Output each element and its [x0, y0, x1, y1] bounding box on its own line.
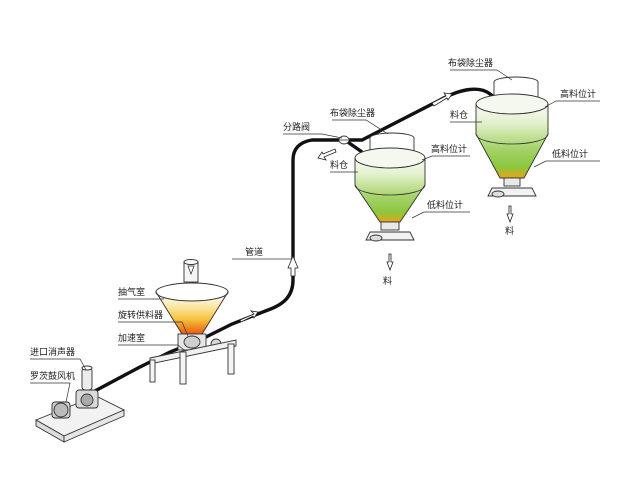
label-pipeline: 管道 — [245, 246, 263, 258]
label-low-level-left: 低料位计 — [427, 199, 463, 211]
label-silo-right: 料仓 — [450, 109, 468, 121]
label-roots-blower: 罗茨鼓风机 — [30, 370, 75, 382]
material-out-arrow-right — [506, 205, 514, 224]
label-material-right: 料 — [505, 225, 514, 237]
roots-blower-unit — [34, 365, 126, 443]
material-out-arrow-left — [386, 253, 394, 272]
conveying-pipeline — [92, 87, 500, 394]
feed-hopper — [149, 259, 237, 385]
label-rotary-feeder: 旋转供料器 — [118, 309, 163, 321]
label-top-dust-collector: 布袋除尘器 — [448, 57, 493, 69]
label-mid-dust-collector: 布袋除尘器 — [330, 107, 375, 119]
label-high-level-left: 高料位计 — [431, 143, 467, 155]
flow-arrow-top-right — [431, 92, 453, 107]
label-silo-left: 料仓 — [330, 159, 348, 171]
label-diverter-valve: 分路阀 — [283, 121, 310, 133]
label-high-level-right: 高料位计 — [560, 88, 596, 100]
label-low-level-right: 低料位计 — [552, 148, 588, 160]
label-material-left: 料 — [383, 275, 392, 287]
label-acceleration-chamber: 加速室 — [118, 332, 145, 344]
flow-arrow-lower — [239, 310, 259, 323]
flow-arrow-top-left — [317, 148, 337, 161]
leader-lines — [30, 69, 600, 403]
label-extraction-chamber: 抽气室 — [118, 286, 145, 298]
flow-arrow-pipeline-up — [287, 254, 299, 277]
silo-left — [354, 132, 426, 242]
silo-right — [475, 76, 549, 198]
diverter-valve — [338, 135, 350, 145]
label-inlet-silencer: 进口消声器 — [30, 346, 75, 358]
